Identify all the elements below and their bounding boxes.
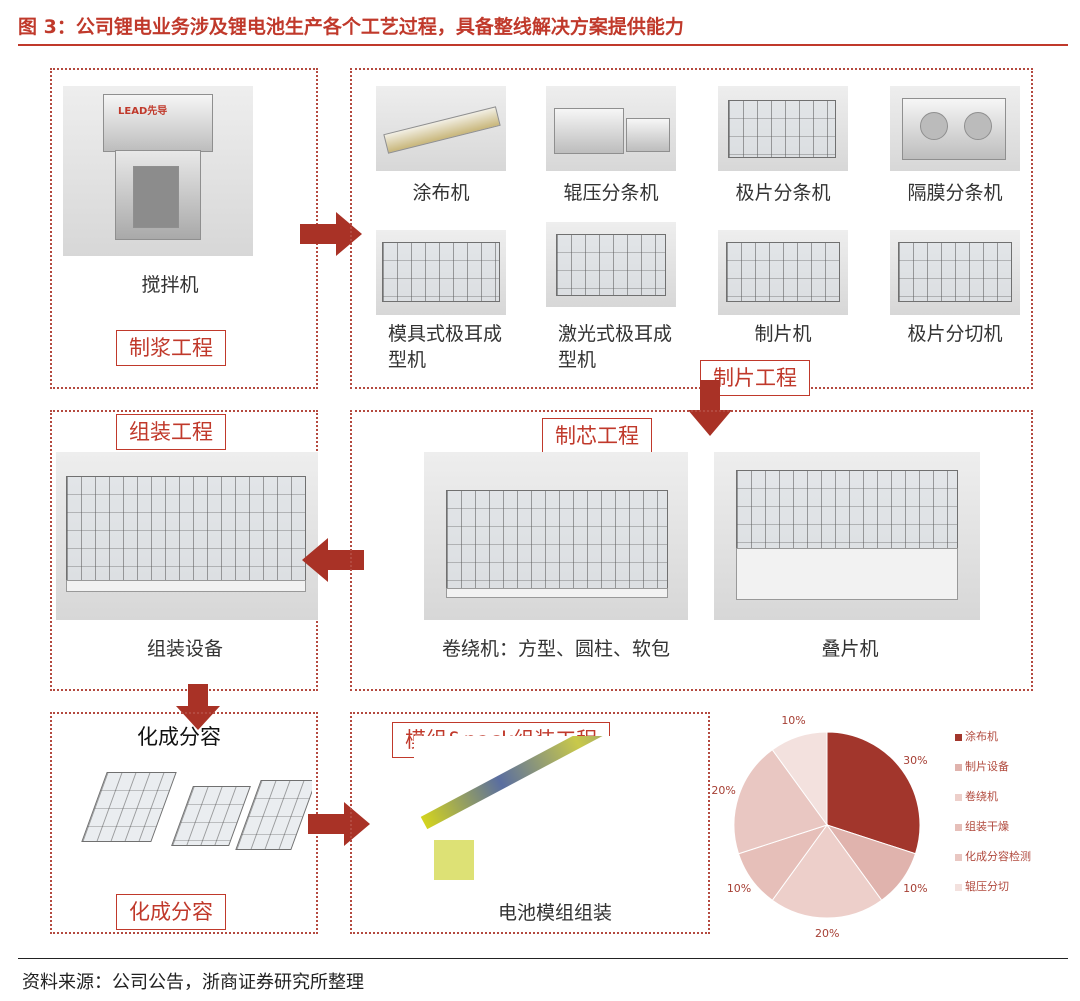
electrode-slitter-photo [718, 86, 848, 171]
mixer-label: 搅拌机 [100, 272, 240, 298]
legend-item: 卷绕机 [955, 788, 1031, 818]
stacker-photo [714, 452, 980, 620]
process-share-pie [732, 730, 922, 920]
coater-photo [376, 86, 506, 171]
source-note: 资料来源：公司公告，浙商证券研究所整理 [22, 968, 364, 994]
slurry-tag: 制浆工程 [116, 330, 226, 366]
legend-item: 辊压分切 [955, 878, 1031, 908]
formation-heading: 化成分容 [104, 724, 254, 750]
legend-swatch [955, 824, 962, 831]
legend-swatch [955, 854, 962, 861]
title-rule [18, 44, 1068, 46]
pie-value-label: 30% [903, 754, 927, 767]
bottom-rule [18, 958, 1068, 959]
legend-label: 组装干燥 [965, 820, 1009, 833]
roller-slitter-photo [546, 86, 676, 171]
cell-tag: 制芯工程 [542, 418, 652, 454]
pie-legend: 涂布机制片设备卷绕机组装干燥化成分容检测辊压分切 [955, 728, 1031, 908]
module-assembly-label: 电池模组组装 [470, 900, 640, 926]
legend-swatch [955, 734, 962, 741]
legend-label: 涂布机 [965, 730, 998, 743]
figure-title: 图 3：公司锂电业务涉及锂电池生产各个工艺过程，具备整线解决方案提供能力 [18, 12, 684, 39]
machine-label-separator-slitter: 隔膜分条机 [880, 180, 1030, 206]
legend-item: 化成分容检测 [955, 848, 1031, 878]
electrode-cutter-photo [890, 230, 1020, 315]
legend-item: 涂布机 [955, 728, 1031, 758]
legend-label: 卷绕机 [965, 790, 998, 803]
legend-swatch [955, 884, 962, 891]
machine-label-electrode-slitter: 极片分条机 [708, 180, 858, 206]
legend-item: 制片设备 [955, 758, 1031, 788]
module-line-photo [414, 736, 684, 896]
legend-swatch [955, 794, 962, 801]
machine-label-electrode-cutter: 极片分切机 [880, 321, 1030, 347]
assembly-photo [56, 452, 318, 620]
machine-label-roller-slitter: 辊压分条机 [536, 180, 686, 206]
legend-swatch [955, 764, 962, 771]
winder-label: 卷绕机：方型、圆柱、软包 [410, 636, 702, 662]
pie-value-label: 10% [727, 882, 751, 895]
assembly-label: 组装设备 [100, 636, 270, 662]
laser-tab-former-photo [546, 222, 676, 307]
legend-label: 辊压分切 [965, 880, 1009, 893]
pie-value-label: 20% [711, 784, 735, 797]
electrode-maker-photo [718, 230, 848, 315]
machine-label-die-tab-former: 模具式极耳成型机 [388, 321, 503, 373]
separator-slitter-photo [890, 86, 1020, 171]
assembly-tag: 组装工程 [116, 414, 226, 450]
winder-photo [424, 452, 688, 620]
stacker-label: 叠片机 [760, 636, 940, 662]
legend-label: 化成分容检测 [965, 850, 1031, 863]
legend-item: 组装干燥 [955, 818, 1031, 848]
mixer-photo: LEAD先导 [63, 86, 253, 256]
formation-tag: 化成分容 [116, 894, 226, 930]
legend-label: 制片设备 [965, 760, 1009, 773]
machine-label-laser-tab-former: 激光式极耳成型机 [558, 321, 673, 373]
die-tab-former-photo [376, 230, 506, 315]
pie-value-label: 20% [815, 927, 839, 940]
machine-label-coater: 涂布机 [376, 180, 506, 206]
formation-photo [64, 756, 312, 886]
pie-value-label: 10% [781, 714, 805, 727]
logo-mark: LEAD先导 [118, 102, 167, 117]
pie-value-label: 10% [903, 882, 927, 895]
machine-label-electrode-maker: 制片机 [718, 321, 848, 347]
